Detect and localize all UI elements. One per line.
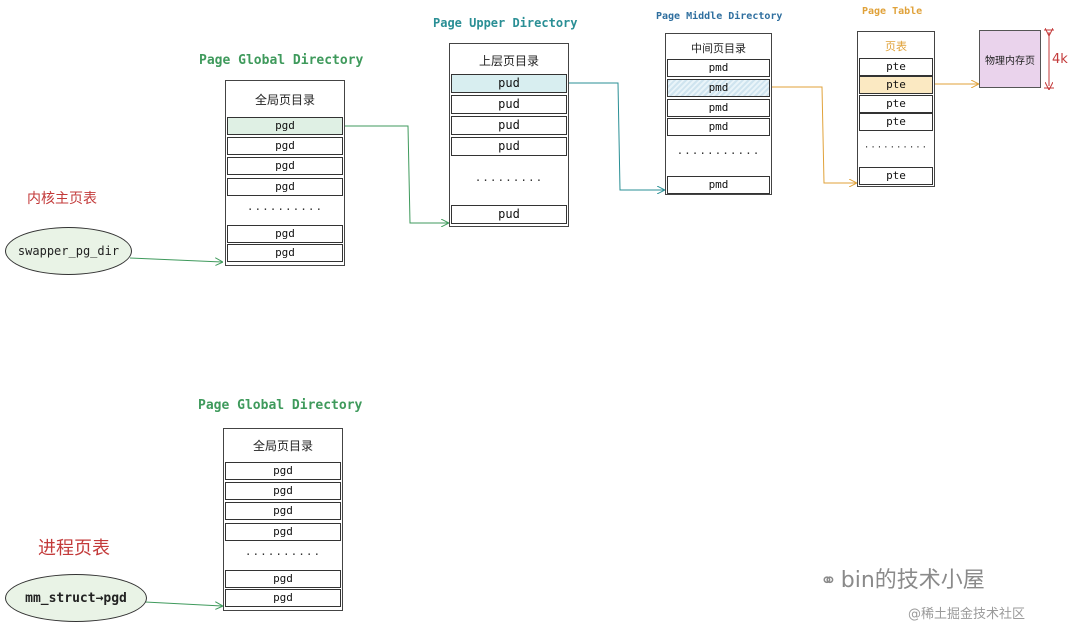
pud-entry: pud <box>451 205 567 224</box>
pte-ellipsis: ·········· <box>863 143 929 153</box>
pgd-top-title: Page Global Directory <box>199 53 364 68</box>
pgd-bottom-table: 全局页目录 pgd pgd pgd pgd ·········· pgd pgd <box>223 428 343 611</box>
pmd-entry-active: pmd <box>667 79 770 97</box>
pte-entry: pte <box>859 113 933 131</box>
pgd-bottom-entry: pgd <box>225 523 341 541</box>
pmd-ellipsis: ··········· <box>676 147 761 160</box>
pte-entry: pte <box>859 58 933 76</box>
pte-entry: pte <box>859 95 933 113</box>
pud-ellipsis: ········· <box>474 174 544 187</box>
mm-struct-pgd-text: mm_struct→pgd <box>25 590 127 606</box>
pud-entry-active: pud <box>451 74 567 93</box>
pte-table: 页表 pte pte pte pte ·········· pte <box>857 31 935 187</box>
pud-title: Page Upper Directory <box>433 16 578 30</box>
pgd-bottom-entry: pgd <box>225 589 341 607</box>
pmd-entry: pmd <box>667 99 770 117</box>
swapper-pg-dir-text: swapper_pg_dir <box>17 244 120 258</box>
pgd-bottom-ellipsis: ·········· <box>244 548 322 561</box>
pgd-top-entry: pgd <box>227 178 343 196</box>
pud-entry: pud <box>451 95 567 114</box>
pte-entry: pte <box>859 167 933 185</box>
process-page-table-label: 进程页表 <box>38 538 110 559</box>
pgd-top-entry: pgd <box>227 225 343 243</box>
pgd-bottom-entry: pgd <box>225 570 341 588</box>
pgd-top-header: 全局页目录 <box>254 93 315 107</box>
watermark-sub: @稀土掘金技术社区 <box>908 607 1026 622</box>
arrow-pud-to-pmd <box>568 82 664 190</box>
watermark-main-text: bin的技术小屋 <box>840 568 985 593</box>
pmd-entry: pmd <box>667 176 770 194</box>
pgd-bottom-entry: pgd <box>225 482 341 500</box>
pmd-table: 中间页目录 pmd pmd pmd pmd ··········· pmd <box>665 33 772 195</box>
pgd-top-entry: pgd <box>227 244 343 262</box>
pud-header: 上层页目录 <box>478 54 539 68</box>
pmd-header: 中间页目录 <box>691 42 746 55</box>
kernel-page-table-label: 内核主页表 <box>27 191 97 207</box>
pgd-bottom-entry: pgd <box>225 462 341 480</box>
pgd-bottom-entry: pgd <box>225 502 341 520</box>
arrow-mm-to-pgd <box>144 601 222 606</box>
pte-entry-active: pte <box>859 76 933 94</box>
physical-memory-page: 物理内存页 <box>979 30 1041 88</box>
pgd-top-table: 全局页目录 pgd pgd pgd pgd ·········· pgd pgd <box>225 80 345 266</box>
pmd-entry: pmd <box>667 118 770 136</box>
physical-memory-page-label: 物理内存页 <box>985 55 1035 67</box>
watermark-main: ⚭bin的技术小屋 <box>820 562 985 594</box>
pud-entry: pud <box>451 137 567 156</box>
page-size-label: 4k <box>1052 52 1068 67</box>
arrow-pgd-to-pud <box>345 125 448 223</box>
mm-struct-pgd-node: mm_struct→pgd <box>5 574 147 622</box>
pgd-top-entry: pgd <box>227 157 343 175</box>
pgd-bottom-header: 全局页目录 <box>252 439 313 453</box>
pgd-bottom-title: Page Global Directory <box>198 398 363 413</box>
pud-table: 上层页目录 pud pud pud pud ········· pud <box>449 43 569 227</box>
pmd-title: Page Middle Directory <box>656 11 783 22</box>
arrow-pmd-to-pte <box>771 86 856 183</box>
pte-title: Page Table <box>862 6 923 17</box>
pmd-entry: pmd <box>667 59 770 77</box>
pgd-top-entry-active: pgd <box>227 117 343 135</box>
swapper-pg-dir-node: swapper_pg_dir <box>5 227 132 275</box>
pud-entry: pud <box>451 116 567 135</box>
arrow-swapper-to-pgd <box>129 257 222 262</box>
wechat-icon: ⚭ <box>820 568 837 592</box>
pgd-top-entry: pgd <box>227 137 343 155</box>
pgd-top-ellipsis: ·········· <box>246 203 324 216</box>
pte-header: 页表 <box>885 40 907 53</box>
